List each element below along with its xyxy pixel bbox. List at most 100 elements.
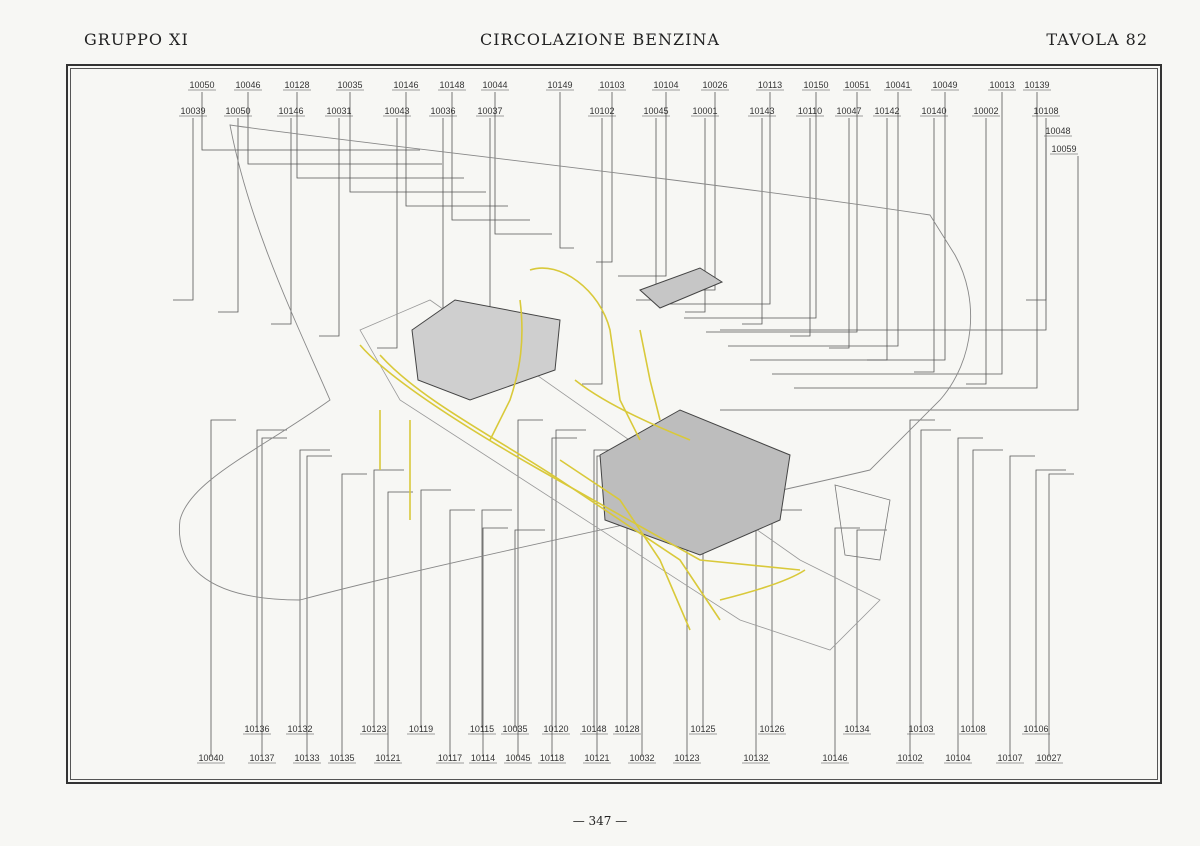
part-number-label: 10031 xyxy=(326,106,351,116)
fuel-line xyxy=(719,569,806,601)
aircraft-drawing xyxy=(178,124,971,651)
part-number-label: 10026 xyxy=(702,80,727,90)
fuel-line xyxy=(529,267,641,441)
part-number-label: 10035 xyxy=(337,80,362,90)
part-number-label: 10108 xyxy=(960,724,985,734)
part-number-label: 10108 xyxy=(1033,106,1058,116)
part-number-label: 10149 xyxy=(547,80,572,90)
part-number-label: 10045 xyxy=(643,106,668,116)
leader-line xyxy=(750,92,946,361)
part-number-label: 10123 xyxy=(361,724,386,734)
part-number-label: 10125 xyxy=(690,724,715,734)
part-number-label: 10103 xyxy=(599,80,624,90)
leader-lines xyxy=(173,92,1079,757)
leader-line xyxy=(256,429,287,728)
page-number: — 347 — xyxy=(572,814,628,828)
part-number-label: 10140 xyxy=(921,106,946,116)
part-number-label: 10120 xyxy=(543,724,568,734)
part-number-label: 10115 xyxy=(470,724,494,734)
part-number-label: 10121 xyxy=(584,753,609,763)
page-title: CIRCOLAZIONE BENZINA xyxy=(480,30,720,49)
part-number-label: 10050 xyxy=(189,80,214,90)
part-number-label: 10039 xyxy=(180,106,205,116)
part-number-label: 10050 xyxy=(225,106,250,116)
leader-line xyxy=(377,118,398,349)
fuel-line xyxy=(359,344,801,571)
header-tank xyxy=(639,267,724,309)
part-number-label: 10049 xyxy=(932,80,957,90)
part-number-label: 10137 xyxy=(249,753,274,763)
part-number-label: 10114 xyxy=(471,753,495,763)
leader-line xyxy=(742,118,763,325)
part-number-label: 10128 xyxy=(284,80,309,90)
leader-line xyxy=(306,455,332,757)
plate-number: TAVOLA 82 xyxy=(1046,30,1148,49)
part-number-label: 10051 xyxy=(844,80,869,90)
fuel-line xyxy=(489,299,523,441)
leader-line xyxy=(451,92,530,221)
part-number-label: 10036 xyxy=(430,106,455,116)
part-number-label: 10143 xyxy=(749,106,774,116)
leader-line xyxy=(794,92,1038,389)
leader-line xyxy=(551,437,577,757)
leader-line xyxy=(373,469,404,728)
leader-line xyxy=(514,529,545,728)
leader-line xyxy=(755,509,781,757)
part-number-label: 10128 xyxy=(614,724,639,734)
part-number-label: 10146 xyxy=(278,106,303,116)
engine-block xyxy=(834,484,891,561)
leader-line xyxy=(966,118,987,385)
leader-line xyxy=(271,118,292,325)
leader-line xyxy=(218,118,239,313)
leader-line xyxy=(405,92,508,207)
part-number-label: 10132 xyxy=(743,753,768,763)
leader-line xyxy=(261,437,287,757)
leader-line xyxy=(299,449,330,728)
part-number-label: 10040 xyxy=(198,753,223,763)
part-number-label: 10027 xyxy=(1036,753,1061,763)
leader-line xyxy=(914,118,935,373)
part-number-label: 10104 xyxy=(653,80,678,90)
leader-line xyxy=(636,118,657,301)
part-number-label: 10132 xyxy=(287,724,312,734)
leader-line xyxy=(420,489,451,728)
leader-line xyxy=(201,92,420,151)
part-number-label: 10107 xyxy=(997,753,1022,763)
leader-line xyxy=(481,509,512,728)
diagram-frame xyxy=(66,64,1162,784)
front-fuel-tank xyxy=(599,409,791,556)
leader-line xyxy=(728,92,899,347)
fuel-line xyxy=(639,329,661,421)
part-number-label: 10059 xyxy=(1051,144,1076,154)
leader-line xyxy=(387,491,413,757)
leader-line xyxy=(640,92,716,291)
part-number-label: 10118 xyxy=(540,753,564,763)
leader-line xyxy=(867,118,888,361)
part-number-label: 10110 xyxy=(798,106,822,116)
leader-line xyxy=(449,509,475,757)
part-number-label: 10135 xyxy=(329,753,354,763)
part-number-label: 10047 xyxy=(836,106,861,116)
leader-line xyxy=(582,118,603,385)
part-number-label: 10104 xyxy=(945,753,970,763)
leader-line xyxy=(706,92,858,333)
part-number-label: 10035 xyxy=(502,724,527,734)
leader-line xyxy=(173,118,194,301)
leader-line xyxy=(790,118,811,337)
part-number-label: 10045 xyxy=(505,753,530,763)
leader-line xyxy=(247,92,442,165)
part-number-label: 10150 xyxy=(803,80,828,90)
part-number-label: 10048 xyxy=(1045,126,1070,136)
part-number-label: 10013 xyxy=(989,80,1014,90)
part-number-label: 10142 xyxy=(874,106,899,116)
leader-line xyxy=(720,138,1047,331)
leader-line xyxy=(662,92,771,305)
part-number-label: 10102 xyxy=(897,753,922,763)
part-number-label: 10121 xyxy=(375,753,400,763)
fuel-line xyxy=(379,354,721,621)
leader-line xyxy=(596,92,613,263)
part-number-label: 10102 xyxy=(589,106,614,116)
leader-line xyxy=(341,473,367,757)
